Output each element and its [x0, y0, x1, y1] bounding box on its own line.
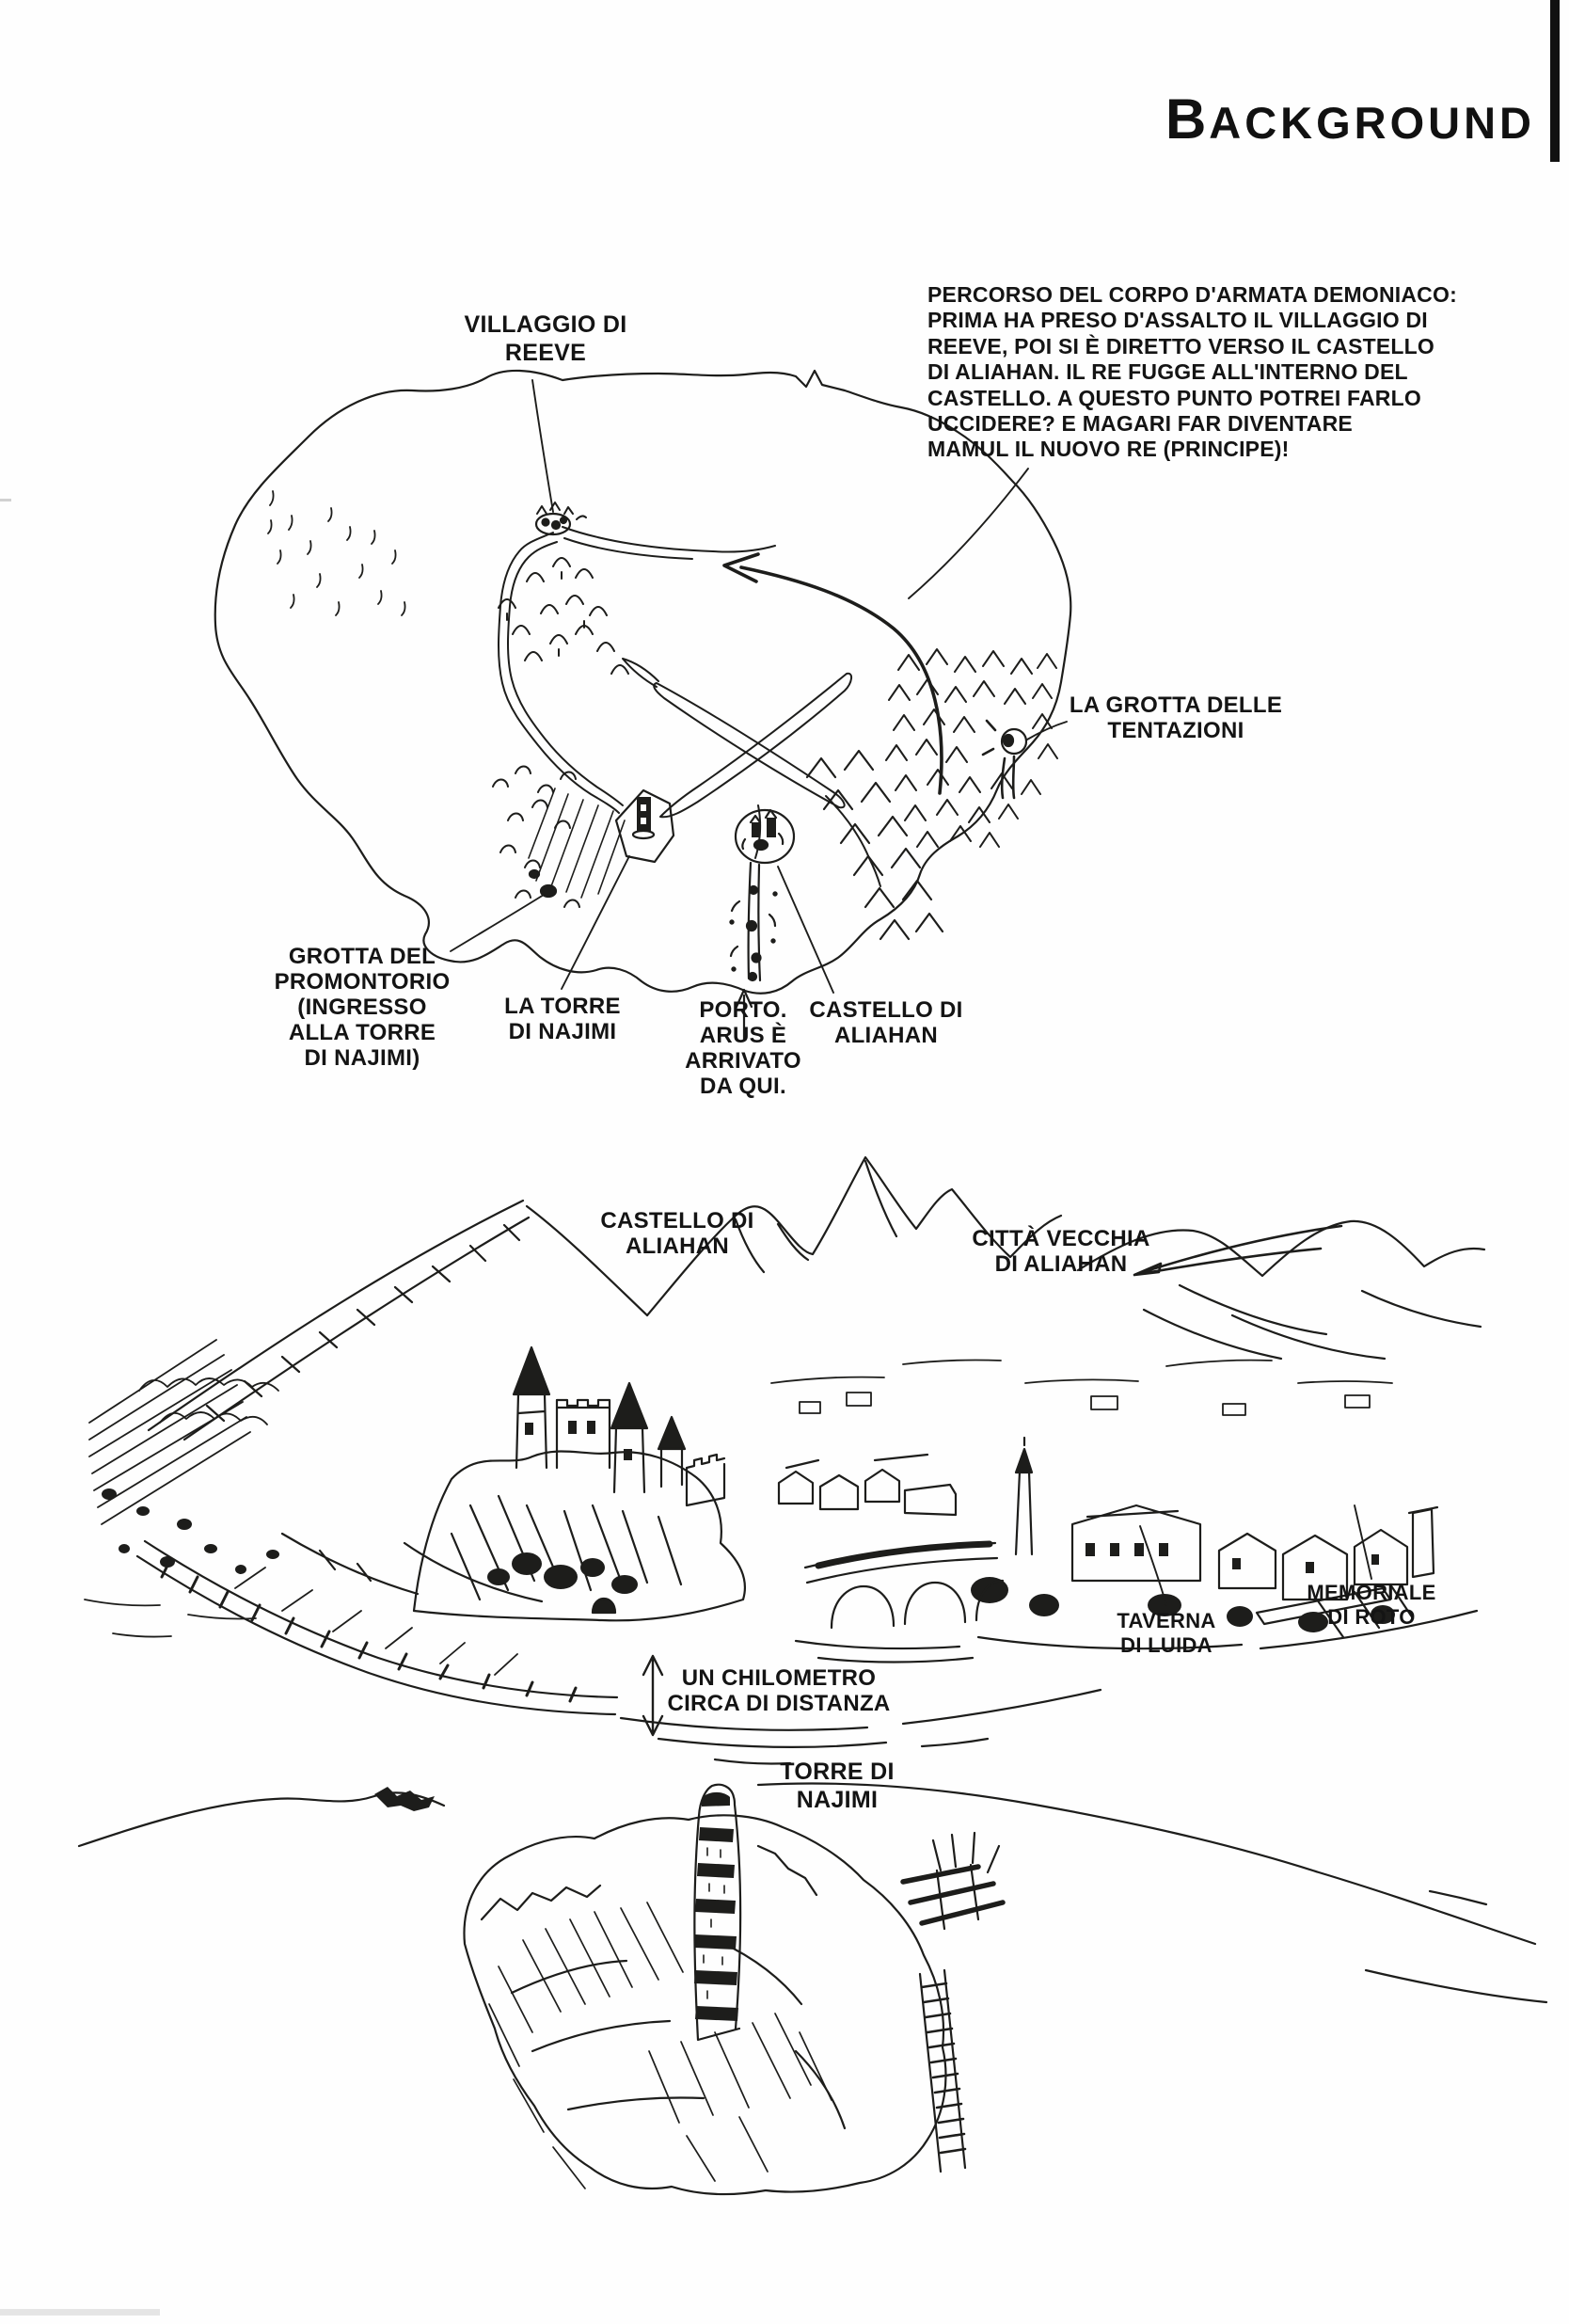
- page-title-initial: B: [1165, 88, 1210, 151]
- bushes-west: [102, 1488, 279, 1574]
- fields-west: [85, 1340, 278, 1637]
- leader-torre: [562, 856, 629, 989]
- central-waterway: [623, 659, 880, 886]
- village-reeve-icon: [536, 502, 586, 534]
- leader-villaggio: [532, 380, 553, 512]
- promontory-cave-icon: [493, 767, 579, 908]
- demon-army-route-arrow: [724, 554, 942, 793]
- page-title: BACKGROUND: [1165, 87, 1535, 151]
- label-distance: UN CHILOMETRO CIRCA DI DISTANZA: [667, 1665, 891, 1716]
- panorama-drawing: [85, 1157, 1484, 1764]
- label-castello-aliahan-panorama: CASTELLO DI ALIAHAN: [600, 1208, 754, 1259]
- road-icon: [137, 1541, 617, 1714]
- coast-rocks: [374, 1787, 435, 1811]
- castle-hill: [414, 1452, 745, 1621]
- ridge-west: [149, 1201, 647, 1440]
- river: [499, 527, 775, 813]
- ridges-east: [1078, 1221, 1484, 1359]
- island-mass: [464, 1815, 945, 2194]
- island-ridges: [482, 1846, 845, 2128]
- coast-east: [758, 1784, 1546, 2002]
- scrub-nw: [268, 491, 405, 615]
- mountains-south: [807, 751, 943, 939]
- map-leader-lines: [451, 380, 1067, 1041]
- najimi-tower-icon: [616, 790, 674, 862]
- bridge-icon: [796, 1543, 1003, 1663]
- panorama-castle-icon: [514, 1347, 724, 1613]
- distance-arrow-icon: [643, 1656, 662, 1735]
- peaks-middle: [647, 1157, 1061, 1315]
- leader-memoriale: [1355, 1505, 1371, 1579]
- label-torre-najimi-map: LA TORRE DI NAJIMI: [504, 994, 621, 1044]
- label-porto: PORTO. ARUS È ARRIVATO DA QUI.: [685, 997, 801, 1099]
- aliahan-castle-icon: [736, 810, 794, 863]
- coast-west: [79, 1792, 444, 1846]
- curtain-walls: [282, 1534, 542, 1601]
- label-grotta-promontorio: GROTTA DEL PROMONTORIO (INGRESSO ALLA TO…: [274, 944, 451, 1071]
- leader-castello: [778, 867, 833, 993]
- field-hatching: [529, 788, 625, 898]
- label-villaggio-reeve: VILLAGGIO DI REEVE: [464, 311, 627, 366]
- leader-porto-arrow: [737, 990, 752, 1041]
- najimi-island-drawing: [79, 1784, 1546, 2195]
- label-taverna-luida: TAVERNA DI LUIDA: [1117, 1609, 1216, 1657]
- island-hatching: [489, 1902, 832, 2189]
- distant-town: [771, 1361, 1392, 1416]
- label-torre-najimi-island: TORRE DI NAJIMI: [780, 1759, 895, 1813]
- overview-map-drawing: [215, 371, 1071, 1041]
- leader-taverna: [1140, 1526, 1166, 1605]
- najimi-lighthouse-icon: [694, 1785, 740, 2040]
- map-note: PERCORSO DEL CORPO D'ARMATA DEMONIACO: P…: [927, 282, 1457, 462]
- label-grotta-tentazioni: LA GROTTA DELLE TENTAZIONI: [1069, 692, 1283, 743]
- label-citta-vecchia: CITTÀ VECCHIA DI ALIAHAN: [972, 1226, 1150, 1277]
- leader-note: [909, 469, 1028, 598]
- page-title-rest: ACKGROUND: [1209, 98, 1535, 148]
- leader-tentazioni: [1027, 722, 1067, 740]
- mountains-east: [886, 649, 1057, 847]
- panorama-leader-lines: [1140, 1505, 1371, 1605]
- foreground-ground: [621, 1690, 1101, 1764]
- scan-edge-mark: [0, 499, 11, 501]
- leader-promontorio: [451, 895, 544, 951]
- label-memoriale-roto: MEMORIALE DI ROTO: [1307, 1581, 1436, 1629]
- header-rule: [1550, 0, 1560, 162]
- scaffold-icon: [903, 1833, 1003, 2172]
- island-coastline: [215, 371, 1071, 994]
- castle-base-trees: [487, 1552, 638, 1594]
- old-town: [779, 1438, 1477, 1648]
- port-icon: [730, 863, 776, 980]
- label-castello-aliahan-map: CASTELLO DI ALIAHAN: [809, 997, 963, 1048]
- citta-pointer: [1134, 1226, 1341, 1275]
- scan-smudge: [0, 2309, 160, 2316]
- trees-central: [499, 558, 628, 674]
- cave-temptations-icon: [983, 721, 1026, 798]
